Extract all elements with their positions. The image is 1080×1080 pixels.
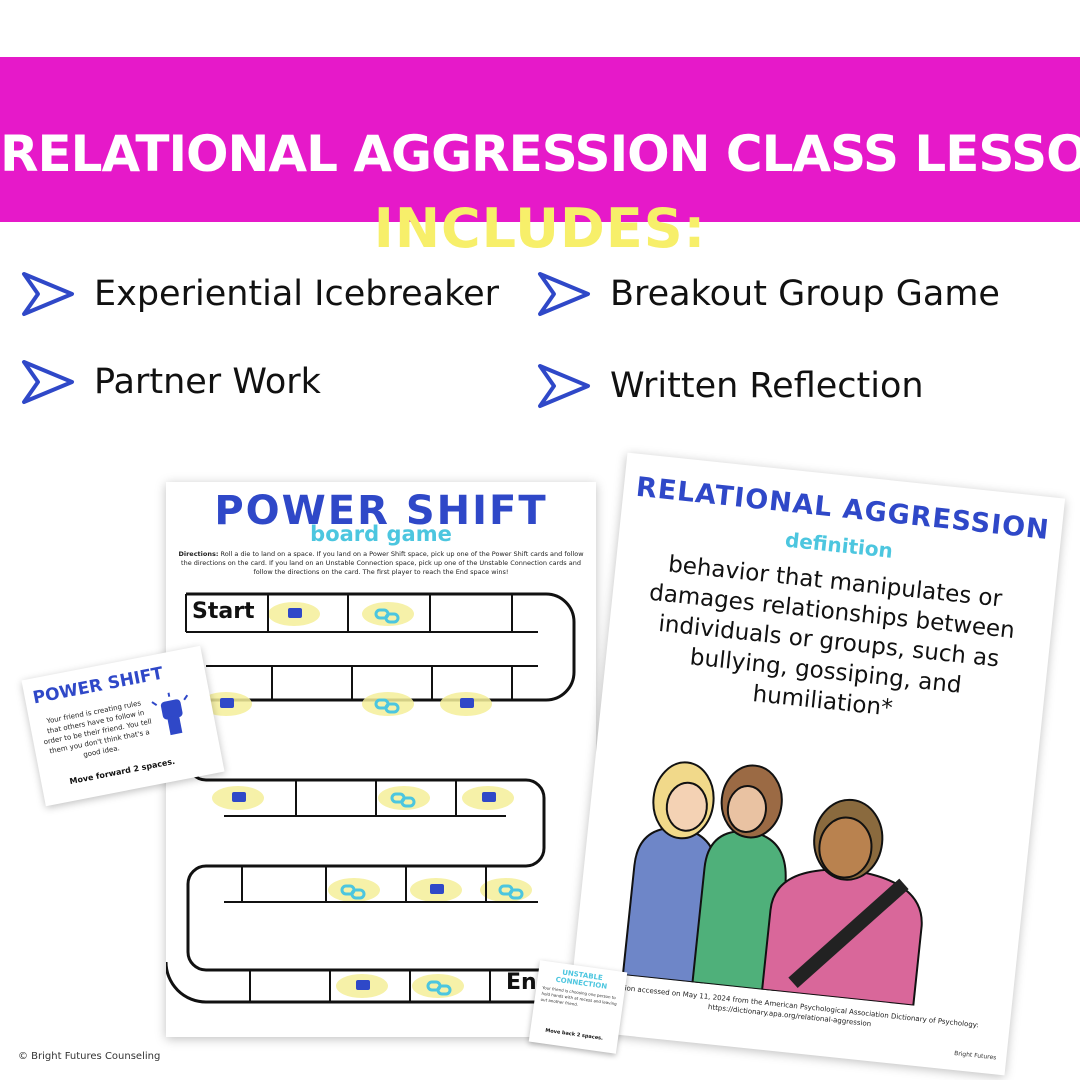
board-path: [166, 592, 576, 1004]
chevron-right-icon: [538, 364, 590, 408]
banner-title: RELATIONAL AGGRESSION CLASS LESSON: [0, 125, 1080, 183]
board-game-page: POWER SHIFT board game Directions: Roll …: [166, 482, 596, 1037]
students-illustration: [621, 761, 923, 1007]
board-directions-text: Roll a die to land on a space. If you la…: [181, 550, 584, 576]
header-banner: RELATIONAL AGGRESSION CLASS LESSON INCLU…: [0, 57, 1080, 260]
feature-item-breakout: Breakout Group Game: [536, 270, 1000, 318]
power-shift-card: POWER SHIFT Your friend is creating rule…: [21, 645, 225, 807]
board-directions-label: Directions:: [178, 550, 219, 558]
board-directions: Directions: Roll a die to land on a spac…: [176, 550, 586, 577]
card-text: Your friend is creating rules that other…: [43, 699, 153, 760]
card-move: Move forward 2 spaces.: [68, 756, 176, 787]
unstable-connection-card: UNSTABLE CONNECTION Your friend is choos…: [528, 960, 628, 1054]
board-title: POWER SHIFT: [214, 488, 548, 534]
feature-label: Partner Work: [94, 362, 321, 402]
feature-label: Experiential Icebreaker: [94, 274, 500, 314]
feature-item-partner: Partner Work: [20, 358, 321, 406]
poster-brand-mark: Bright Futures: [953, 1050, 997, 1062]
raised-fist-icon: [151, 692, 189, 736]
chevron-right-icon: [538, 272, 590, 316]
board-subtitle: board game: [310, 522, 452, 546]
feature-label: Written Reflection: [610, 366, 924, 406]
poster-definition: behavior that manipulates or damages rel…: [648, 551, 1016, 722]
chevron-right-icon: [22, 272, 74, 316]
feature-item-icebreaker: Experiential Icebreaker: [20, 270, 499, 318]
card-move: Move back 2 spaces.: [544, 1027, 604, 1042]
feature-item-reflection: Written Reflection: [536, 362, 924, 410]
banner-subtitle: INCLUDES:: [373, 197, 707, 260]
definition-poster: RELATIONAL AGGRESSION definition behavio…: [566, 452, 1066, 1076]
board-start-label: Start: [192, 599, 255, 624]
chevron-right-icon: [22, 360, 74, 404]
copyright-text: © Bright Futures Counseling: [18, 1051, 161, 1062]
feature-label: Breakout Group Game: [610, 274, 1000, 314]
